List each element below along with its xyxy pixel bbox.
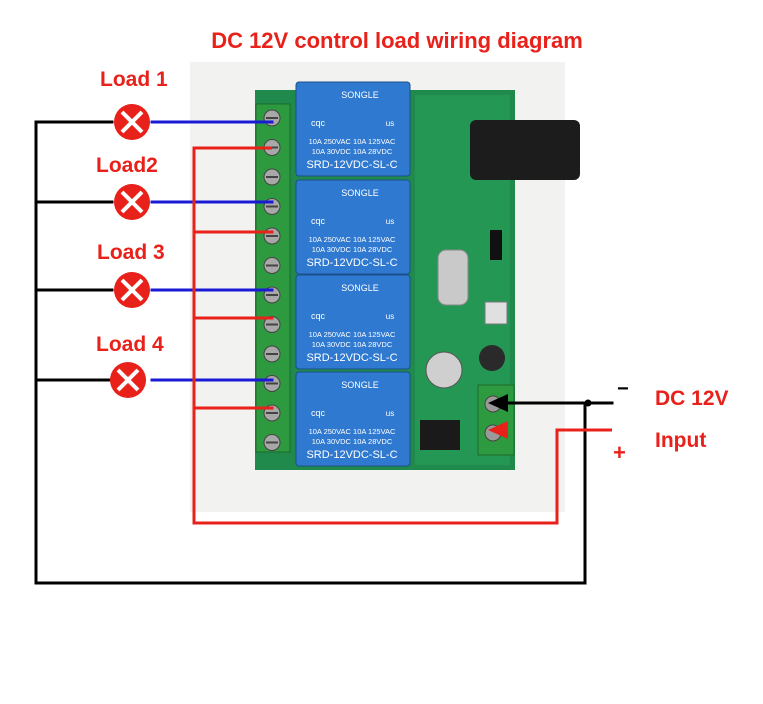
minus-symbol: − — [617, 378, 629, 400]
relay-body — [295, 274, 411, 370]
relay-model: SRD-12VDC-SL-C — [306, 352, 397, 364]
relay-cqc-mark: cqc — [311, 311, 326, 321]
relay-model: SRD-12VDC-SL-C — [306, 257, 397, 269]
relay-rating-ac: 10A 250VAC 10A 125VAC — [309, 137, 396, 146]
relay-model: SRD-12VDC-SL-C — [306, 159, 397, 171]
antenna-coil — [470, 120, 580, 180]
relay-rating-ac: 10A 250VAC 10A 125VAC — [309, 427, 396, 436]
relay-body — [295, 179, 411, 275]
crystal-oscillator — [437, 249, 469, 306]
lamp-3-icon — [114, 272, 150, 308]
regulator-chip — [420, 420, 460, 450]
relay-us-mark: us — [386, 312, 394, 321]
lamp-4-icon — [110, 362, 146, 398]
lamp-cross-stroke — [120, 110, 144, 134]
capacitor-large — [425, 351, 463, 389]
lamp-cross-stroke — [120, 278, 144, 302]
load-4-label: Load 4 — [96, 333, 164, 356]
positive-bus-wire — [192, 146, 612, 525]
lamp-1-icon — [114, 104, 150, 140]
capacitor-small — [479, 345, 505, 371]
relay-us-mark: us — [386, 119, 394, 128]
diagram-title: DC 12V control load wiring diagram — [211, 28, 583, 53]
plus-symbol: + — [613, 440, 626, 465]
terminal-block-strip — [255, 103, 291, 453]
relay-rating-ac: 10A 250VAC 10A 125VAC — [309, 330, 396, 339]
relay-body — [295, 371, 411, 467]
relay-cqc-mark: cqc — [311, 118, 326, 128]
load-2-label: Load2 — [96, 154, 158, 177]
relay-brand: SONGLE — [341, 380, 379, 390]
load-3-label: Load 3 — [97, 241, 165, 264]
relay-model: SRD-12VDC-SL-C — [306, 449, 397, 461]
relay-rating-dc: 10A 30VDC 10A 28VDC — [312, 437, 393, 446]
relay-body — [295, 81, 411, 177]
minus-arrowhead — [488, 394, 508, 412]
lamp-cross-stroke — [120, 190, 144, 214]
input-label: Input — [655, 429, 706, 452]
relay-cqc-mark: cqc — [311, 408, 326, 418]
relay-us-mark: us — [386, 409, 394, 418]
relay-brand: SONGLE — [341, 188, 379, 198]
plus-arrowhead — [488, 421, 508, 439]
lamp-cross-stroke — [116, 368, 140, 392]
relay-rating-ac: 10A 250VAC 10A 125VAC — [309, 235, 396, 244]
lamp-2-icon — [114, 184, 150, 220]
relay-cqc-mark: cqc — [311, 216, 326, 226]
relay-brand: SONGLE — [341, 283, 379, 293]
load-1-label: Load 1 — [100, 68, 168, 91]
relay-rating-dc: 10A 30VDC 10A 28VDC — [312, 147, 393, 156]
relay-rating-dc: 10A 30VDC 10A 28VDC — [312, 340, 393, 349]
terminal-screws — [263, 109, 281, 451]
pcb-button — [484, 301, 508, 325]
power-terminal-block — [477, 384, 515, 456]
relay-us-mark: us — [386, 217, 394, 226]
relay-brand: SONGLE — [341, 90, 379, 100]
jumper-header — [490, 230, 502, 260]
relay-rating-dc: 10A 30VDC 10A 28VDC — [312, 245, 393, 254]
power-label: DC 12V — [655, 387, 729, 410]
neutral-junction-dot — [584, 399, 592, 407]
